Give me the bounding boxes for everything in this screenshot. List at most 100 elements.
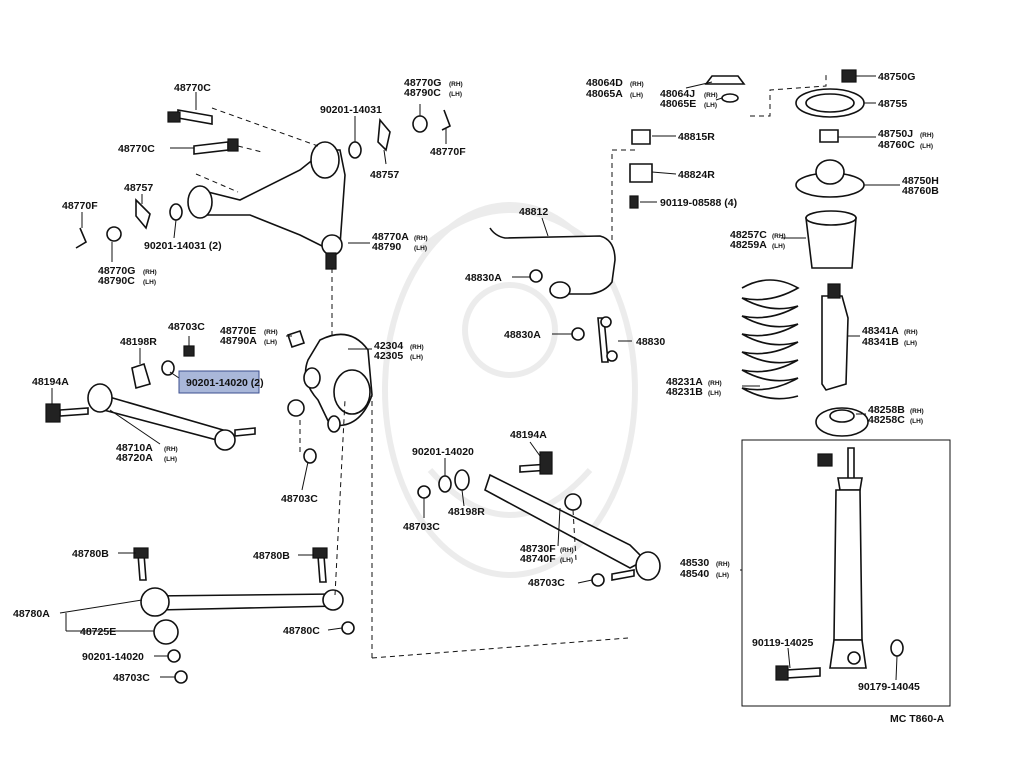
label-48064D[interactable]: 48064D	[586, 77, 623, 89]
label-48198R[interactable]: 48198R	[120, 336, 157, 348]
label-90201-14031-2[interactable]: 90201-14031 (2)	[144, 240, 222, 252]
label-48341B[interactable]: 48341B	[862, 336, 899, 348]
label-48730F[interactable]: 48730F	[520, 543, 556, 555]
label-90119-08588-4[interactable]: 90119-08588 (4)	[660, 197, 737, 209]
label-48258B[interactable]: 48258B	[868, 404, 905, 416]
label-48194A[interactable]: 48194A	[510, 429, 547, 441]
label-48815R[interactable]: 48815R	[678, 131, 715, 143]
shock-absorber-group	[741, 439, 951, 707]
highlight-box	[178, 370, 260, 394]
label-48530[interactable]: 48530	[680, 557, 709, 569]
label-42305[interactable]: 42305	[374, 350, 403, 362]
label-sub: (LH)	[414, 245, 427, 252]
label-48703C[interactable]: 48703C	[281, 493, 318, 505]
label-sub: (RH)	[704, 92, 718, 99]
label-48258C[interactable]: 48258C	[868, 414, 905, 426]
label-48790C[interactable]: 48790C	[404, 87, 441, 99]
label-48720A[interactable]: 48720A	[116, 452, 153, 464]
label-sub: (LH)	[716, 572, 729, 579]
label-48725E[interactable]: 48725E	[80, 626, 116, 638]
label-48770A[interactable]: 48770A	[372, 231, 409, 243]
label-42304[interactable]: 42304	[374, 340, 403, 352]
label-48780C[interactable]: 48780C	[283, 625, 320, 637]
label-48770F[interactable]: 48770F	[62, 200, 98, 212]
label-sub: (LH)	[708, 390, 721, 397]
label-48710A[interactable]: 48710A	[116, 442, 153, 454]
label-48065E[interactable]: 48065E	[660, 98, 696, 110]
label-48703C[interactable]: 48703C	[168, 321, 205, 333]
label-sub: (LH)	[449, 91, 462, 98]
label-48830[interactable]: 48830	[636, 336, 665, 348]
label-48750G[interactable]: 48750G	[878, 71, 915, 83]
label-sub: (LH)	[630, 92, 643, 99]
toe-rod-group	[133, 395, 629, 684]
label-sub: (LH)	[772, 243, 785, 250]
label-sub: (LH)	[410, 354, 423, 361]
label-48231A[interactable]: 48231A	[666, 376, 703, 388]
label-48757[interactable]: 48757	[124, 182, 153, 194]
label-48760C[interactable]: 48760C	[878, 139, 915, 151]
label-48790[interactable]: 48790	[372, 241, 401, 253]
label-48064J[interactable]: 48064J	[660, 88, 695, 100]
label-sub: (RH)	[560, 547, 574, 554]
label-48703C[interactable]: 48703C	[528, 577, 565, 589]
label-sub: (RH)	[264, 329, 278, 336]
label-48780A[interactable]: 48780A	[13, 608, 50, 620]
leader-lines	[51, 75, 900, 681]
label-48780B[interactable]: 48780B	[72, 548, 109, 560]
label-90201-14020[interactable]: 90201-14020	[412, 446, 474, 458]
label-48194A[interactable]: 48194A	[32, 376, 69, 388]
label-48770C[interactable]: 48770C	[174, 82, 211, 94]
label-sub: (LH)	[704, 102, 717, 109]
label-sub: (LH)	[560, 557, 573, 564]
label-48824R[interactable]: 48824R	[678, 169, 715, 181]
label-48770G[interactable]: 48770G	[404, 77, 441, 89]
label-90201-14031[interactable]: 90201-14031	[320, 104, 382, 116]
label-48830A[interactable]: 48830A	[504, 329, 541, 341]
label-48770C[interactable]: 48770C	[118, 143, 155, 155]
label-48770E[interactable]: 48770E	[220, 325, 256, 337]
label-90201-14020[interactable]: 90201-14020	[82, 651, 144, 663]
label-48760B[interactable]: 48760B	[902, 185, 939, 197]
label-48812[interactable]: 48812	[519, 206, 548, 218]
label-48757[interactable]: 48757	[370, 169, 399, 181]
strut-mount-group	[704, 69, 865, 198]
upper-control-arm-group	[75, 107, 452, 340]
label-48198R[interactable]: 48198R	[448, 506, 485, 518]
label-sub: (RH)	[904, 329, 918, 336]
label-48830A[interactable]: 48830A	[465, 272, 502, 284]
label-sub: (LH)	[910, 418, 923, 425]
label-48540[interactable]: 48540	[680, 568, 709, 580]
label-sub: (RH)	[910, 408, 924, 415]
label-48259A[interactable]: 48259A	[730, 239, 767, 251]
label-48257C[interactable]: 48257C	[730, 229, 767, 241]
label-sub: (LH)	[920, 143, 933, 150]
label-sub: (LH)	[904, 340, 917, 347]
label-sub: (LH)	[143, 279, 156, 286]
label-sub: (RH)	[164, 446, 178, 453]
label-48770G[interactable]: 48770G	[98, 265, 135, 277]
part-labels: 48770C 48770C 48757 48770F 90201-14031 (…	[13, 71, 945, 725]
label-48703C[interactable]: 48703C	[403, 521, 440, 533]
label-48341A[interactable]: 48341A	[862, 325, 899, 337]
label-sub: (RH)	[920, 132, 934, 139]
label-48065A[interactable]: 48065A	[586, 88, 623, 100]
label-48790C[interactable]: 48790C	[98, 275, 135, 287]
label-90119-14025[interactable]: 90119-14025	[752, 637, 813, 649]
label-48231B[interactable]: 48231B	[666, 386, 703, 398]
label-sub: (RH)	[716, 561, 730, 568]
label-sub: (RH)	[708, 380, 722, 387]
label-48750J[interactable]: 48750J	[878, 128, 913, 140]
label-48703C[interactable]: 48703C	[113, 672, 150, 684]
label-48780B[interactable]: 48780B	[253, 550, 290, 562]
stabilizer-bar-group	[489, 129, 653, 363]
label-48750H[interactable]: 48750H	[902, 175, 939, 187]
label-48770F[interactable]: 48770F	[430, 146, 466, 158]
label-48790A[interactable]: 48790A	[220, 335, 257, 347]
spring-group	[741, 210, 869, 437]
label-sub: (RH)	[410, 344, 424, 351]
label-90201-14020-2[interactable]: 90201-14020 (2)	[186, 377, 264, 389]
label-90179-14045[interactable]: 90179-14045	[858, 681, 920, 693]
label-48755[interactable]: 48755	[878, 98, 907, 110]
label-48740F[interactable]: 48740F	[520, 553, 556, 565]
